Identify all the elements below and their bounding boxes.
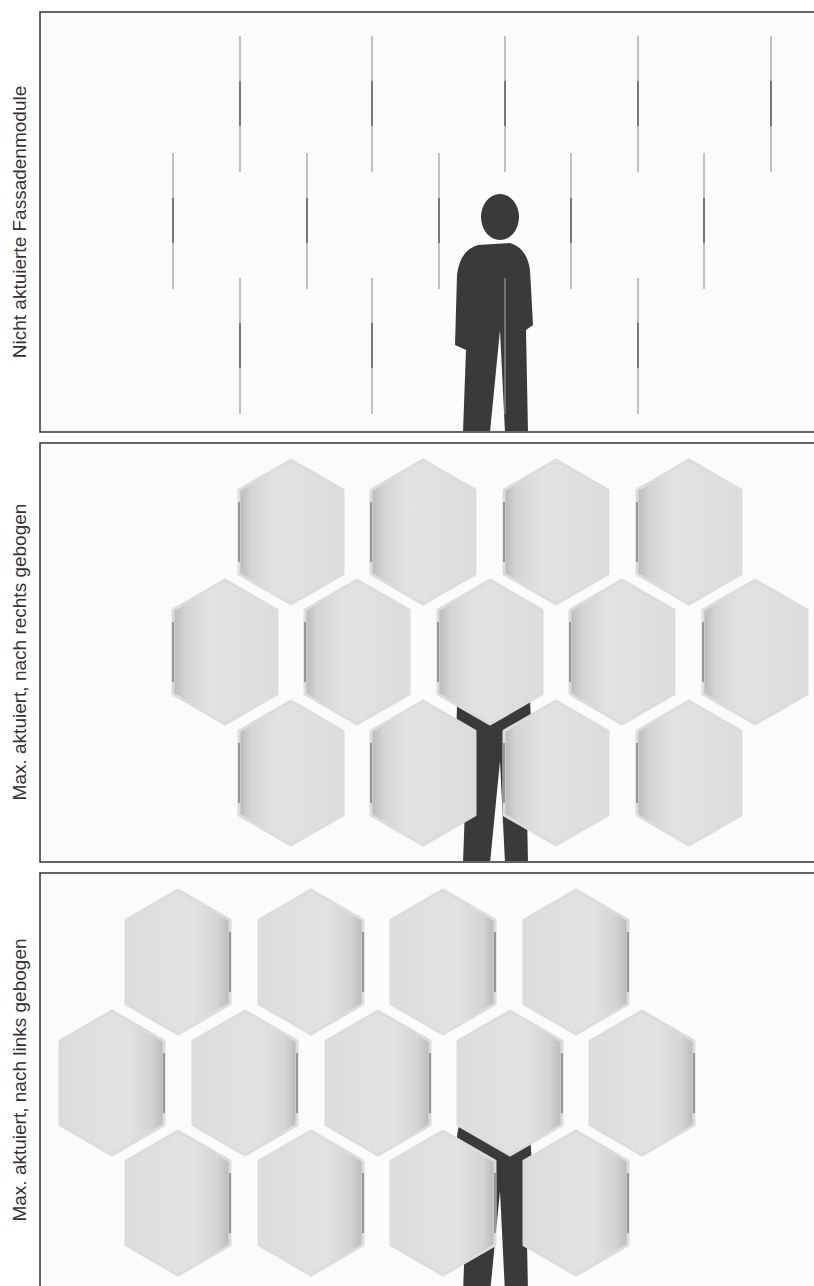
panel-label: Max. aktuiert, nach links gebogen [9,938,31,1221]
panel-label: Max. aktuiert, nach rechts gebogen [9,504,31,801]
panel-label: Nicht aktuierte Fassadenmodule [9,86,31,358]
